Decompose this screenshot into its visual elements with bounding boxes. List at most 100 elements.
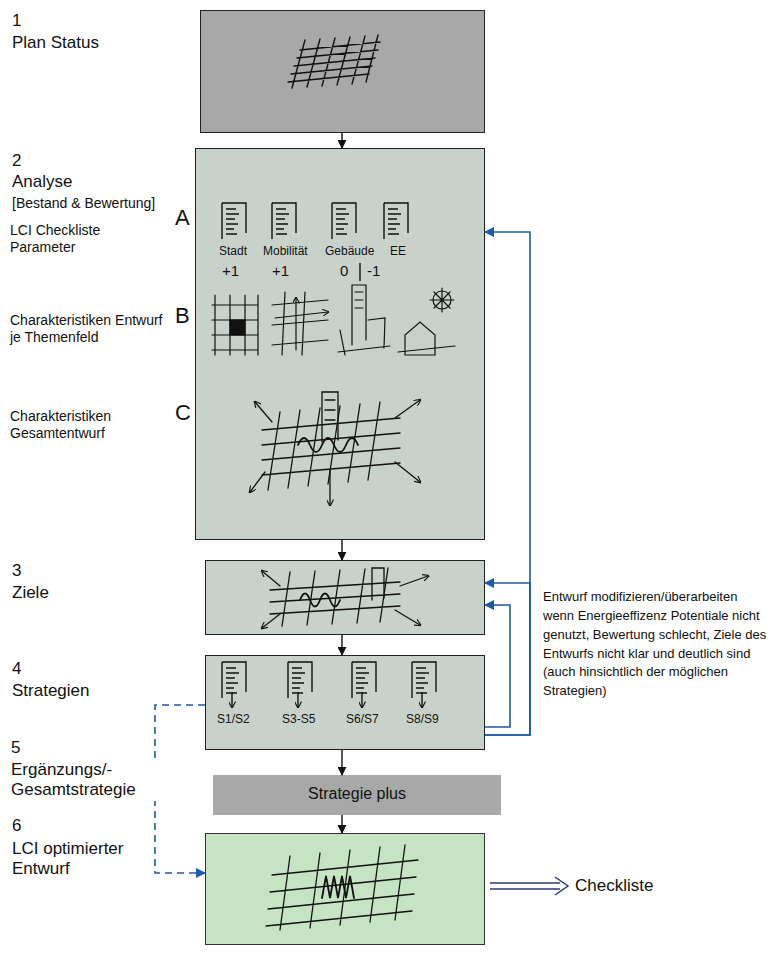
analysis-checklists-part xyxy=(384,203,408,239)
strategy-label: S1/S2 xyxy=(217,712,250,726)
strategy-arrows-part xyxy=(361,692,362,707)
strategy-checklists-part xyxy=(222,662,246,698)
goals-sketch-part xyxy=(262,571,280,586)
text-slot: 5 xyxy=(10,738,21,758)
analysis-checklists-part xyxy=(272,203,296,239)
theme-sketches xyxy=(212,285,455,355)
strategy-arrows-part xyxy=(297,692,298,707)
strategy-arrows-part xyxy=(421,692,422,707)
text-slot: 6 xyxy=(11,816,22,836)
section-heading: Charakteristiken Entwurf je Themenfeld xyxy=(10,312,170,346)
goals-sketch-part xyxy=(262,614,280,628)
theme-label: Mobilität xyxy=(263,244,308,258)
output-label: Checkliste xyxy=(575,876,653,896)
theme-sketches-part xyxy=(433,291,451,309)
text-slot: Charakteristiken Entwurf je Themenfeld xyxy=(10,312,170,346)
flow-arrow xyxy=(341,133,342,148)
text-slot: Analyse xyxy=(11,172,73,192)
step-heading: Plan Status xyxy=(11,33,100,53)
flow-arrow xyxy=(341,750,342,775)
process-box: 2Analyse[Bestand & Bewertung] xyxy=(195,148,485,540)
process-box: 4Strategien xyxy=(205,655,485,750)
theme-sketches-part xyxy=(212,295,258,355)
text-slot: Entwurf modifizieren/überarbeiten wenn E… xyxy=(543,588,767,701)
text-slot: S8/S9 xyxy=(406,712,439,726)
step-number: 4 xyxy=(11,659,22,679)
process-box: 3Ziele xyxy=(205,560,485,635)
step-subheading: [Bestand & Bewertung] xyxy=(11,195,156,212)
section-heading: Charakteristiken Gesamtentwurf xyxy=(10,408,170,442)
analysis-checklists-part xyxy=(222,203,246,239)
strategy-label: S3-S5 xyxy=(282,712,315,726)
goals-sketch-part xyxy=(300,594,340,607)
flow-arrow xyxy=(341,635,342,655)
overall-design-sketch-part xyxy=(262,402,400,490)
theme-sketches-part xyxy=(272,292,328,355)
strategy-checklists xyxy=(222,662,436,698)
text-slot: Ziele xyxy=(11,583,50,603)
theme-sketches-part xyxy=(230,320,245,335)
rating-divider xyxy=(359,263,360,281)
step-number: 1 xyxy=(11,11,22,31)
text-slot: Mobilität xyxy=(263,244,308,258)
step-heading: Strategien xyxy=(11,681,91,701)
text-slot: 1 xyxy=(11,11,22,31)
strategy-checklists-part xyxy=(288,662,312,698)
text-slot: S1/S2 xyxy=(217,712,250,726)
overall-design-sketch-part xyxy=(329,470,330,505)
goals-sketch xyxy=(262,568,428,628)
step-number: 5 xyxy=(10,738,21,758)
goals-sketch-part xyxy=(395,610,420,625)
rating-value: +1 xyxy=(272,262,289,280)
text-slot: Checkliste xyxy=(575,876,653,896)
analysis-checklists-part xyxy=(332,203,356,239)
overall-design-sketch-part xyxy=(250,472,265,492)
text-slot: S3-S5 xyxy=(282,712,315,726)
overall-design-sketch-part xyxy=(322,392,338,442)
rating-value: 0 xyxy=(340,262,348,280)
rating-value: +1 xyxy=(222,262,239,280)
text-slot: EE xyxy=(390,244,406,258)
plan-grid-sketch-part xyxy=(288,35,380,88)
strategy-arrows xyxy=(232,692,422,707)
theme-label: Stadt xyxy=(219,244,247,258)
box-label: Strategie plus xyxy=(213,784,501,803)
optimized-design-sketch xyxy=(266,845,418,930)
strategy-checklists-part xyxy=(412,662,436,698)
theme-sketches-part xyxy=(295,298,296,350)
text-slot: -1 xyxy=(367,262,380,280)
theme-sketches-part xyxy=(275,312,328,318)
overall-design-sketch-part xyxy=(255,402,272,422)
theme-sketches-part xyxy=(430,288,454,312)
text-slot: A xyxy=(175,205,190,231)
plan-grid-sketch xyxy=(288,35,380,88)
text-slot: Stadt xyxy=(219,244,247,258)
text-slot: 2 xyxy=(11,151,22,171)
rating-divider-part xyxy=(359,263,360,281)
flow-arrow xyxy=(341,815,342,833)
step-heading: LCI optimierter Entwurf xyxy=(11,839,151,880)
text-slot: Gebäude xyxy=(325,244,374,258)
rating-value: -1 xyxy=(367,262,380,280)
section-letter: B xyxy=(175,303,190,329)
text-slot: S6/S7 xyxy=(346,712,379,726)
optimized-design-sketch-part xyxy=(266,845,418,930)
goals-sketch-part xyxy=(372,568,384,600)
text-slot: Strategien xyxy=(11,681,91,701)
text-slot: 3 xyxy=(11,561,22,581)
feedback-note: Entwurf modifizieren/überarbeiten wenn E… xyxy=(543,588,767,701)
text-slot: 0 xyxy=(340,262,348,280)
text-slot: LCI Checkliste Parameter xyxy=(10,222,120,256)
text-slot: LCI optimierter Entwurf xyxy=(11,839,151,880)
step-heading: Ziele xyxy=(11,583,50,603)
step-heading: Ergänzungs/- Gesamtstrategie xyxy=(10,760,200,801)
step-heading: Analyse xyxy=(11,172,73,192)
text-slot: +1 xyxy=(272,262,289,280)
overall-design-sketch xyxy=(250,392,420,505)
strategy-label: S6/S7 xyxy=(346,712,379,726)
checklist-output-arrow-part xyxy=(490,877,568,895)
analysis-checklists xyxy=(222,203,408,239)
process-box: 1Plan Status xyxy=(200,10,485,133)
